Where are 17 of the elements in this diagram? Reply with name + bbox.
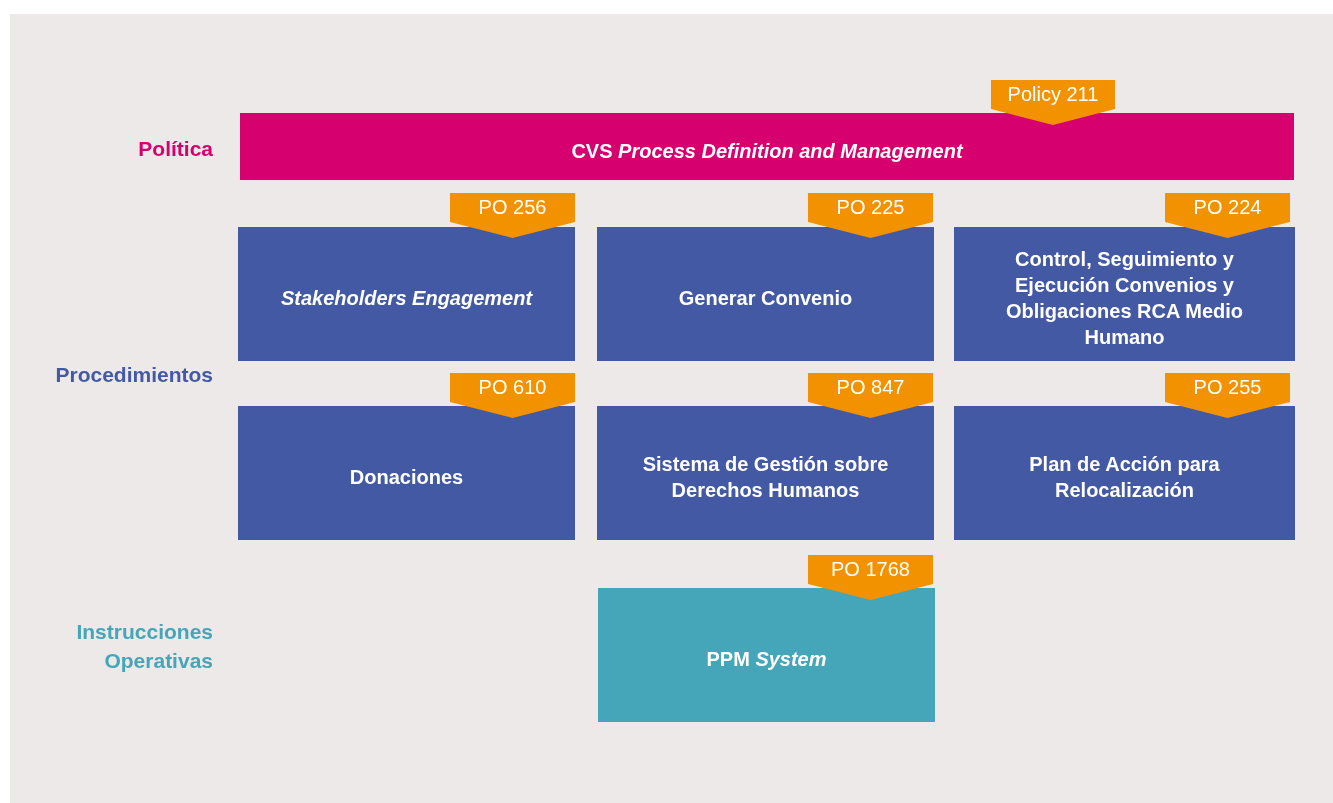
process-box: Sistema de Gestión sobre Derechos Humanos bbox=[597, 406, 934, 540]
process-box: CVS Process Definition and Management bbox=[240, 113, 1294, 180]
process-box: Control, Seguimiento y Ejecución Convenios y Obligaciones RCA Medio Humano bbox=[954, 227, 1295, 361]
level-label: Instrucciones Operativas bbox=[75, 619, 213, 674]
level-label: Política bbox=[137, 136, 213, 162]
level-label: Procedimientos bbox=[54, 362, 213, 388]
process-box: Stakeholders Engagement bbox=[238, 227, 575, 361]
tag: PO 225 bbox=[808, 193, 933, 238]
process-box: Generar Convenio bbox=[597, 227, 934, 361]
process-box: Donaciones bbox=[238, 406, 575, 540]
tag: PO 847 bbox=[808, 373, 933, 418]
tag: PO 255 bbox=[1165, 373, 1290, 418]
tag: PO 610 bbox=[450, 373, 575, 418]
tag: PO 224 bbox=[1165, 193, 1290, 238]
process-box: PPM System bbox=[598, 588, 935, 722]
tag: PO 256 bbox=[450, 193, 575, 238]
process-box: Plan de Acción para Relocalización bbox=[954, 406, 1295, 540]
